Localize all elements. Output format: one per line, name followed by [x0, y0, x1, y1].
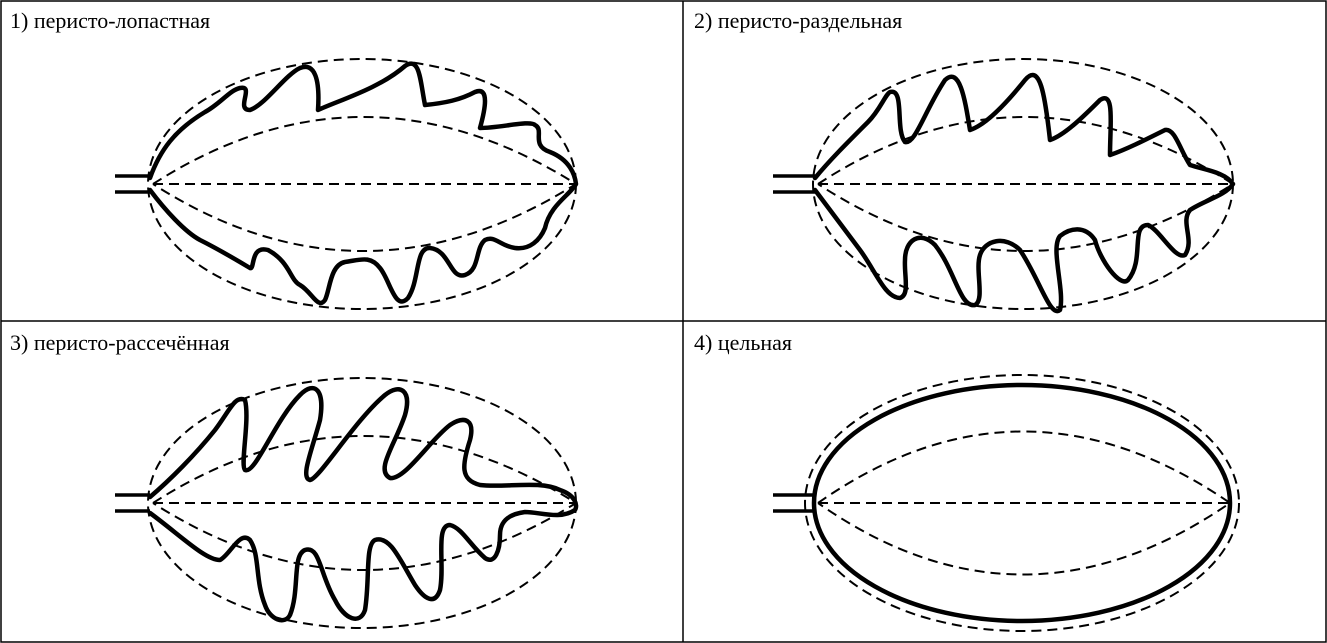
panel-3-label: 3) перисто-рассечённая: [10, 330, 230, 355]
panel-1-guides: [148, 59, 576, 309]
panel-2-label: 2) перисто-раздельная: [694, 8, 902, 33]
panel-1-label: 1) перисто-лопастная: [10, 8, 210, 33]
panel-4-leaf-outline: [814, 385, 1230, 621]
panel-4: 4) цельная: [694, 330, 1239, 631]
panel-2-stalk: [773, 176, 815, 192]
panel-2-leaf-outline: [815, 75, 1233, 311]
panel-3-leaf-outline: [150, 388, 576, 620]
panel-3: 3) перисто-рассечённая: [10, 330, 576, 628]
panel-2: 2) перисто-раздельная: [694, 8, 1233, 311]
panel-1: 1) перисто-лопастная: [10, 8, 576, 309]
panel-4-label: 4) цельная: [694, 330, 792, 355]
panel-3-stalk: [115, 495, 150, 511]
panel-1-stalk: [115, 176, 150, 192]
panel-4-stalk: [773, 495, 815, 511]
panel-4-guides: [805, 375, 1239, 631]
